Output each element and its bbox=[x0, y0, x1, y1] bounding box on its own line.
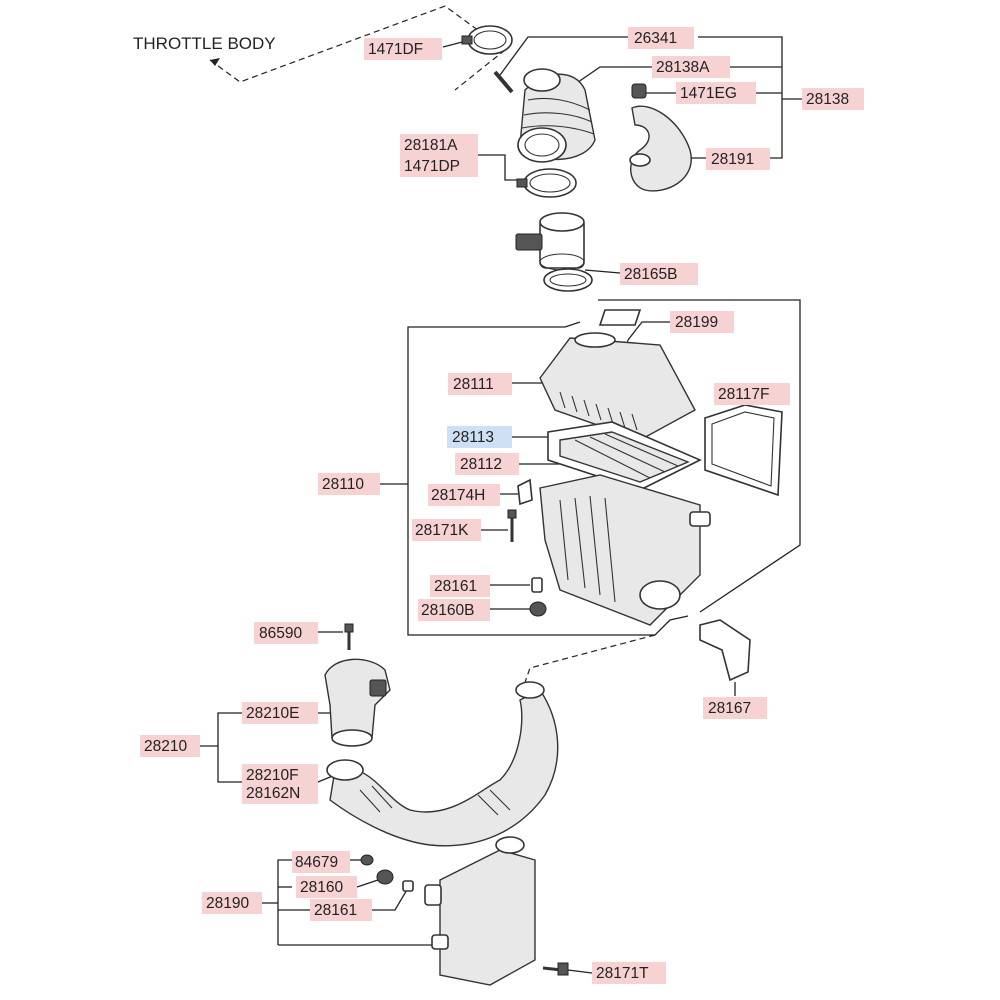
svg-text:28171K: 28171K bbox=[415, 522, 469, 539]
upper-cover bbox=[539, 332, 696, 441]
grommet-28161b bbox=[402, 880, 414, 892]
svg-text:28111: 28111 bbox=[453, 376, 494, 393]
grommet-28160 bbox=[376, 869, 394, 885]
svg-text:28112: 28112 bbox=[460, 456, 502, 473]
part-label-28210[interactable]: 28210 bbox=[140, 735, 200, 757]
grommet-28161 bbox=[531, 577, 543, 593]
svg-text:28113: 28113 bbox=[452, 429, 494, 446]
svg-text:1471EG: 1471EG bbox=[680, 85, 737, 102]
leader-lines bbox=[200, 5, 802, 974]
svg-text:26341: 26341 bbox=[634, 30, 677, 47]
part-label-28138A[interactable]: 28138A bbox=[652, 56, 730, 78]
svg-text:28138: 28138 bbox=[806, 91, 849, 108]
part-label-28165B[interactable]: 28165B bbox=[620, 263, 698, 285]
bolt-28171T bbox=[542, 962, 569, 976]
throttle-body-label: THROTTLE BODY bbox=[133, 34, 276, 53]
part-drawings bbox=[324, 25, 783, 986]
svg-text:28210E: 28210E bbox=[246, 705, 299, 722]
part-label-28191[interactable]: 28191 bbox=[706, 148, 770, 170]
part-label-28117F[interactable]: 28117F bbox=[714, 383, 790, 405]
part-label-28210E[interactable]: 28210E bbox=[242, 702, 318, 724]
svg-text:1471DF: 1471DF bbox=[368, 41, 423, 58]
svg-text:28210F: 28210F bbox=[246, 767, 299, 784]
svg-text:28181A: 28181A bbox=[404, 137, 458, 154]
part-labels: 1471DF 26341 28138A 1471EG 28138 28191 2… bbox=[140, 27, 864, 984]
svg-text:84679: 84679 bbox=[295, 854, 338, 871]
intake-hose bbox=[517, 68, 596, 163]
svg-text:28190: 28190 bbox=[206, 895, 249, 912]
clip-28174H bbox=[517, 478, 533, 506]
svg-text:28191: 28191 bbox=[711, 151, 754, 168]
part-label-28171T[interactable]: 28171T bbox=[592, 962, 666, 984]
part-label-28167[interactable]: 28167 bbox=[703, 697, 767, 719]
part-label-28190[interactable]: 28190 bbox=[202, 892, 262, 914]
part-label-28199[interactable]: 28199 bbox=[670, 311, 734, 333]
part-label-28111[interactable]: 28111 bbox=[448, 373, 512, 395]
resonator-tank bbox=[424, 836, 536, 986]
lower-case bbox=[539, 474, 711, 626]
part-label-28110[interactable]: 28110 bbox=[318, 473, 380, 495]
part-label-28161-upper[interactable]: 28161 bbox=[430, 575, 490, 597]
part-label-28138[interactable]: 28138 bbox=[802, 88, 864, 110]
svg-text:28161: 28161 bbox=[434, 578, 477, 595]
seal-gasket bbox=[704, 404, 783, 497]
seal-ring bbox=[543, 268, 593, 292]
part-label-28210F[interactable]: 28210F bbox=[242, 764, 318, 786]
part-label-28174H[interactable]: 28174H bbox=[428, 484, 500, 506]
svg-text:28174H: 28174H bbox=[431, 487, 485, 504]
part-label-28161-lower[interactable]: 28161 bbox=[310, 899, 372, 921]
clip-1471EG bbox=[631, 83, 647, 99]
resonator-upper bbox=[324, 658, 391, 747]
part-label-28160B[interactable]: 28160B bbox=[418, 599, 490, 621]
bolt-28171K bbox=[507, 509, 517, 542]
part-label-84679[interactable]: 84679 bbox=[292, 851, 350, 873]
hose-clamp-top bbox=[461, 25, 513, 55]
bracket-28167 bbox=[699, 619, 751, 682]
svg-text:28138A: 28138A bbox=[656, 59, 710, 76]
svg-text:28210: 28210 bbox=[144, 738, 187, 755]
part-label-26341[interactable]: 26341 bbox=[628, 27, 694, 49]
svg-text:28167: 28167 bbox=[708, 700, 751, 717]
svg-text:28110: 28110 bbox=[322, 476, 364, 493]
part-label-1471EG[interactable]: 1471EG bbox=[676, 82, 756, 104]
arrow-icon bbox=[210, 58, 220, 66]
part-label-86590[interactable]: 86590 bbox=[254, 622, 318, 644]
breather-hose bbox=[629, 105, 692, 192]
bolt-26341 bbox=[493, 70, 514, 94]
part-label-28181A[interactable]: 28181A bbox=[400, 134, 478, 156]
air-intake-duct bbox=[326, 681, 559, 847]
part-label-1471DF[interactable]: 1471DF bbox=[364, 38, 442, 60]
part-label-28171K[interactable]: 28171K bbox=[412, 519, 481, 541]
svg-text:28171T: 28171T bbox=[596, 965, 649, 982]
part-label-28112[interactable]: 28112 bbox=[455, 453, 519, 475]
bolt-86590 bbox=[344, 623, 354, 650]
air-filter-element bbox=[547, 421, 702, 491]
label-tag bbox=[598, 309, 642, 326]
svg-text:28161: 28161 bbox=[314, 902, 357, 919]
grommet-84679 bbox=[360, 854, 374, 866]
svg-text:28165B: 28165B bbox=[624, 266, 677, 283]
hose-clamp-mid bbox=[516, 168, 577, 198]
grommet-28160B bbox=[529, 601, 547, 617]
svg-text:28162N: 28162N bbox=[246, 785, 300, 802]
part-label-28113[interactable]: 28113 bbox=[447, 426, 512, 448]
svg-text:28117F: 28117F bbox=[718, 386, 769, 403]
air-flow-sensor bbox=[515, 212, 585, 271]
part-label-1471DP[interactable]: 1471DP bbox=[400, 155, 478, 177]
svg-text:28160: 28160 bbox=[300, 879, 343, 896]
part-label-28162N[interactable]: 28162N bbox=[242, 782, 318, 804]
svg-text:28199: 28199 bbox=[675, 314, 718, 331]
part-label-28160[interactable]: 28160 bbox=[296, 876, 357, 898]
svg-text:28160B: 28160B bbox=[421, 602, 474, 619]
svg-text:1471DP: 1471DP bbox=[404, 158, 460, 175]
throttle-body-note: THROTTLE BODY bbox=[133, 34, 276, 66]
svg-text:86590: 86590 bbox=[259, 625, 302, 642]
